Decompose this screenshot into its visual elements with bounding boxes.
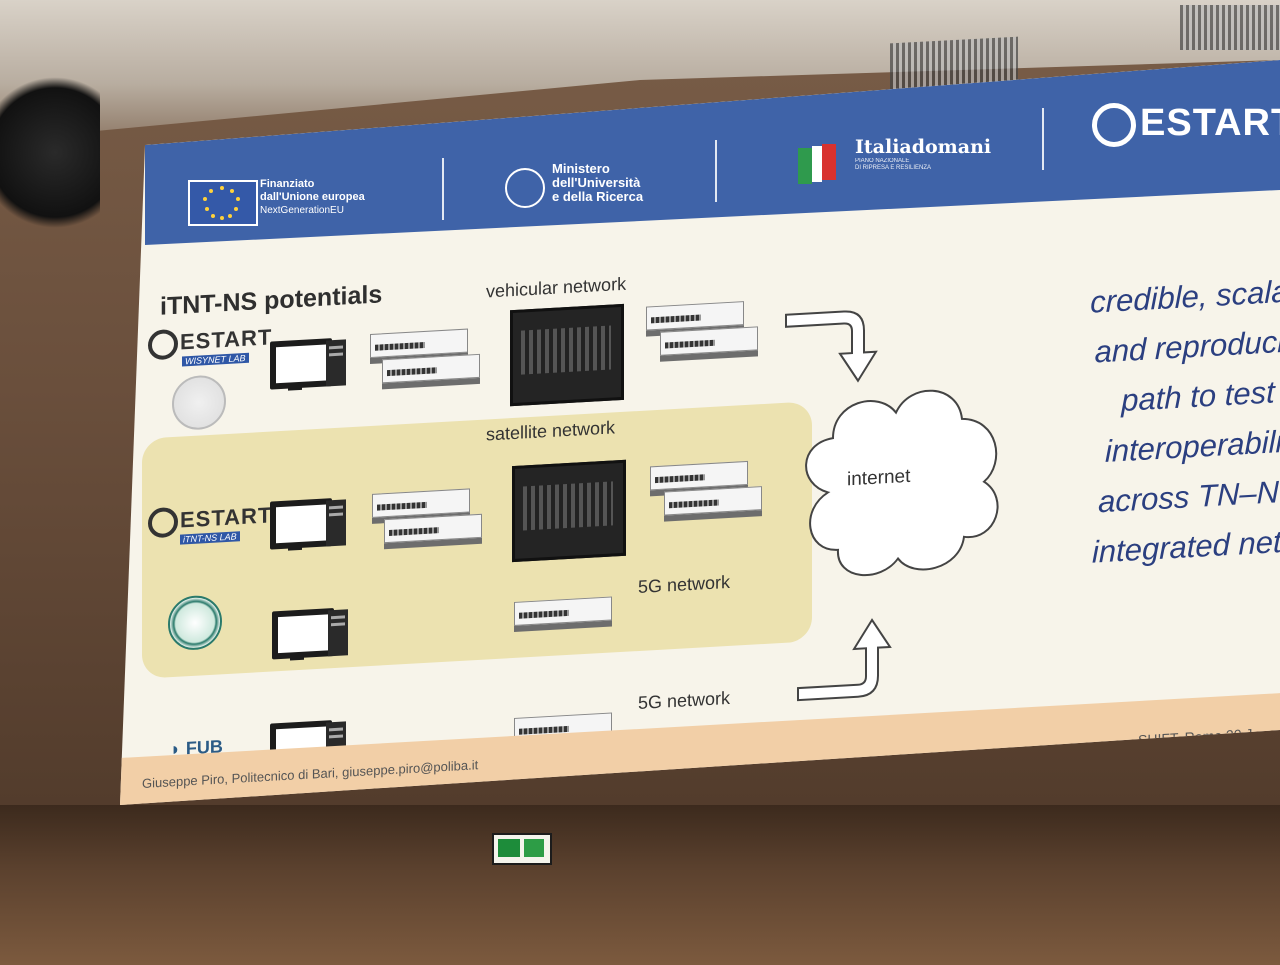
lower-wall: [0, 805, 1280, 965]
italia-flag-icon: [780, 140, 840, 190]
ministry-line: Ministero: [552, 161, 610, 176]
restart-ring-icon: [148, 506, 178, 539]
pc-tower-icon: [326, 499, 346, 547]
slide-content: iTNT-NS potentials vehicular network sat…: [120, 60, 1280, 805]
ministry-text: Ministero dell'Università e della Ricerc…: [552, 162, 643, 204]
eu-line: NextGenerationEU: [260, 205, 344, 216]
highlight-region: [142, 401, 812, 679]
eu-line: Finanziato: [260, 178, 315, 190]
monitor-icon: [272, 608, 334, 660]
banner-divider: [715, 140, 717, 202]
projection-screen: Finanziato dall'Unione europea NextGener…: [120, 60, 1280, 805]
italiadomani-sub-line: PIANO NAZIONALE: [855, 158, 910, 164]
university-seal-icon: [172, 374, 226, 432]
restart-logo-text: ESTART: [180, 324, 273, 355]
ceiling-vent: [1180, 5, 1280, 50]
restart-logo-text: ESTART: [180, 502, 273, 533]
ministry-line: dell'Università: [552, 175, 641, 190]
internet-cloud-icon: [805, 389, 999, 577]
server-box-icon: [370, 328, 468, 359]
arrow-up-icon: [797, 618, 892, 702]
video-camera: [0, 60, 100, 245]
banner-divider: [442, 158, 444, 220]
pc-tower-icon: [328, 609, 348, 657]
slide-title: iTNT-NS potentials: [160, 280, 383, 321]
server-box-icon: [646, 301, 744, 331]
server-box-icon: [382, 353, 480, 384]
restart-ring-icon: [148, 328, 178, 361]
ministry-emblem-icon: [505, 168, 545, 208]
server-box-icon: [660, 326, 758, 356]
eu-funding-text: Finanziato dall'Unione europea NextGener…: [260, 178, 365, 217]
statement-text: credible, scalab and reproducib path to …: [1008, 261, 1280, 582]
eu-line: dall'Unione europea: [260, 191, 365, 203]
emulator-rack-icon: [510, 303, 624, 407]
restart-logo-text: ESTART: [1140, 102, 1280, 144]
restart-ring-icon: [1092, 102, 1136, 147]
eu-flag-icon: [188, 180, 258, 226]
italiadomani-logo: Italiadomani: [855, 136, 992, 158]
monitor-icon: [270, 338, 332, 390]
restart-logo: ESTART: [1092, 102, 1280, 147]
monitor-icon: [270, 498, 332, 550]
italiadomani-subtitle: PIANO NAZIONALE DI RIPRESA E RESILIENZA: [855, 158, 931, 172]
emergency-exit-sign-icon: [492, 833, 552, 865]
banner-divider: [1042, 108, 1044, 170]
arrow-down-icon: [785, 310, 878, 383]
emulator-rack-icon: [512, 459, 626, 563]
vehicular-network-label: vehicular network: [486, 273, 627, 302]
internet-label: internet: [847, 465, 911, 491]
italiadomani-sub-line: DI RIPRESA E RESILIENZA: [855, 165, 932, 171]
fiveg-network-label: 5G network: [638, 687, 731, 714]
pc-tower-icon: [326, 339, 346, 387]
ministry-line: e della Ricerca: [552, 189, 644, 204]
